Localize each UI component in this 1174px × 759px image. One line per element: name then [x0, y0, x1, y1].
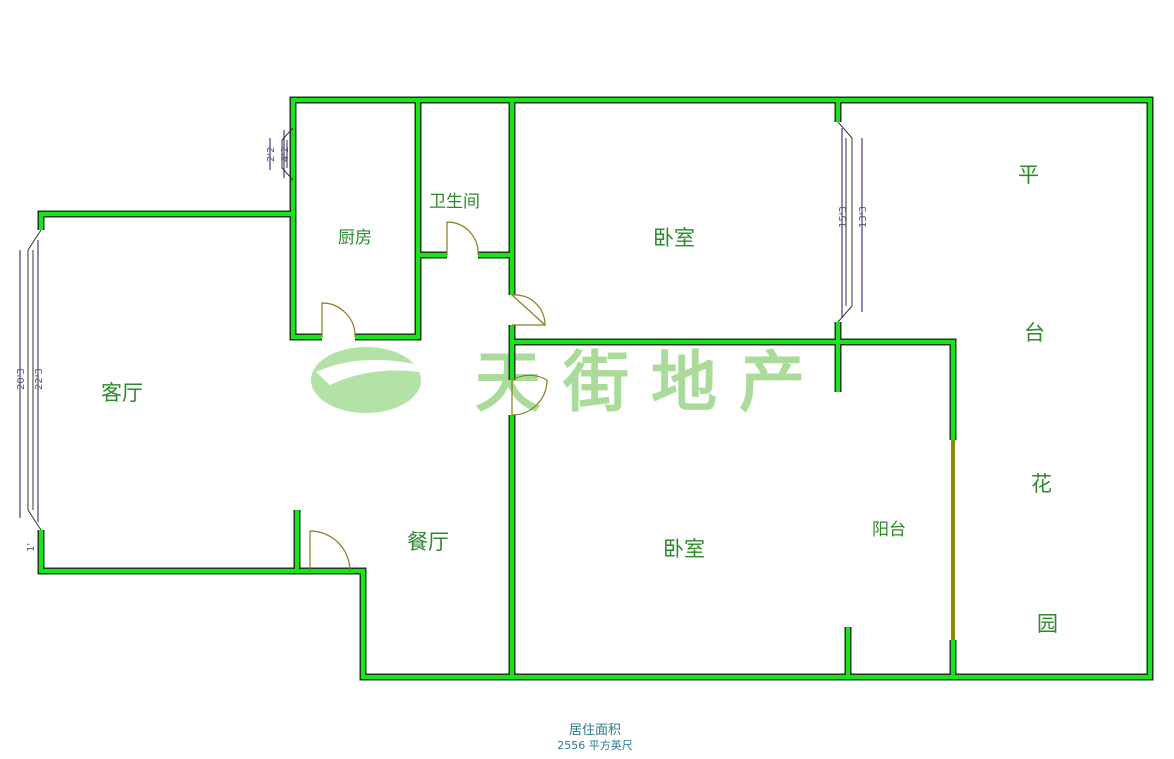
room-label-terrace-3: 花 — [1031, 472, 1052, 496]
room-label-dining: 餐厅 — [407, 530, 449, 554]
dim-offset: 1' — [26, 543, 37, 552]
watermark: 天街地产 — [311, 344, 827, 421]
dim-kitchen-outer: 4'2 — [280, 147, 291, 162]
bathroom-door[interactable] — [446, 221, 479, 256]
doors — [309, 221, 548, 572]
room-label-bedroom-bottom: 卧室 — [663, 537, 705, 561]
dim-bedroom-outer: 15'3 — [838, 206, 849, 228]
dim-living-outer: 22'3 — [34, 368, 45, 390]
dim-bedroom-inner: 13'3 — [858, 206, 869, 228]
entry-door[interactable] — [309, 530, 351, 572]
dim-living-inner: 20'3 — [16, 368, 27, 390]
walls — [37, 96, 1154, 681]
bedroom2-door[interactable] — [511, 374, 548, 416]
footer-area: 2556 平方英尺 — [557, 739, 633, 752]
room-label-terrace-2: 台 — [1024, 321, 1045, 345]
room-label-bedroom-top: 卧室 — [653, 226, 695, 250]
room-label-balcony: 阳台 — [872, 520, 906, 540]
kitchen-door[interactable] — [321, 302, 356, 338]
bedroom-door[interactable] — [511, 294, 546, 327]
room-label-terrace-4: 园 — [1037, 612, 1058, 636]
room-label-living: 客厅 — [101, 381, 143, 405]
watermark-text: 天街地产 — [475, 344, 827, 421]
windows — [27, 121, 853, 531]
footer-label: 居住面积 — [568, 723, 621, 738]
dimension-lines — [19, 128, 863, 522]
room-label-kitchen: 厨房 — [338, 228, 372, 248]
room-label-terrace-1: 平 — [1018, 163, 1039, 187]
room-label-bathroom: 卫生间 — [429, 192, 480, 212]
dim-kitchen-inner: 2'2 — [266, 147, 277, 162]
